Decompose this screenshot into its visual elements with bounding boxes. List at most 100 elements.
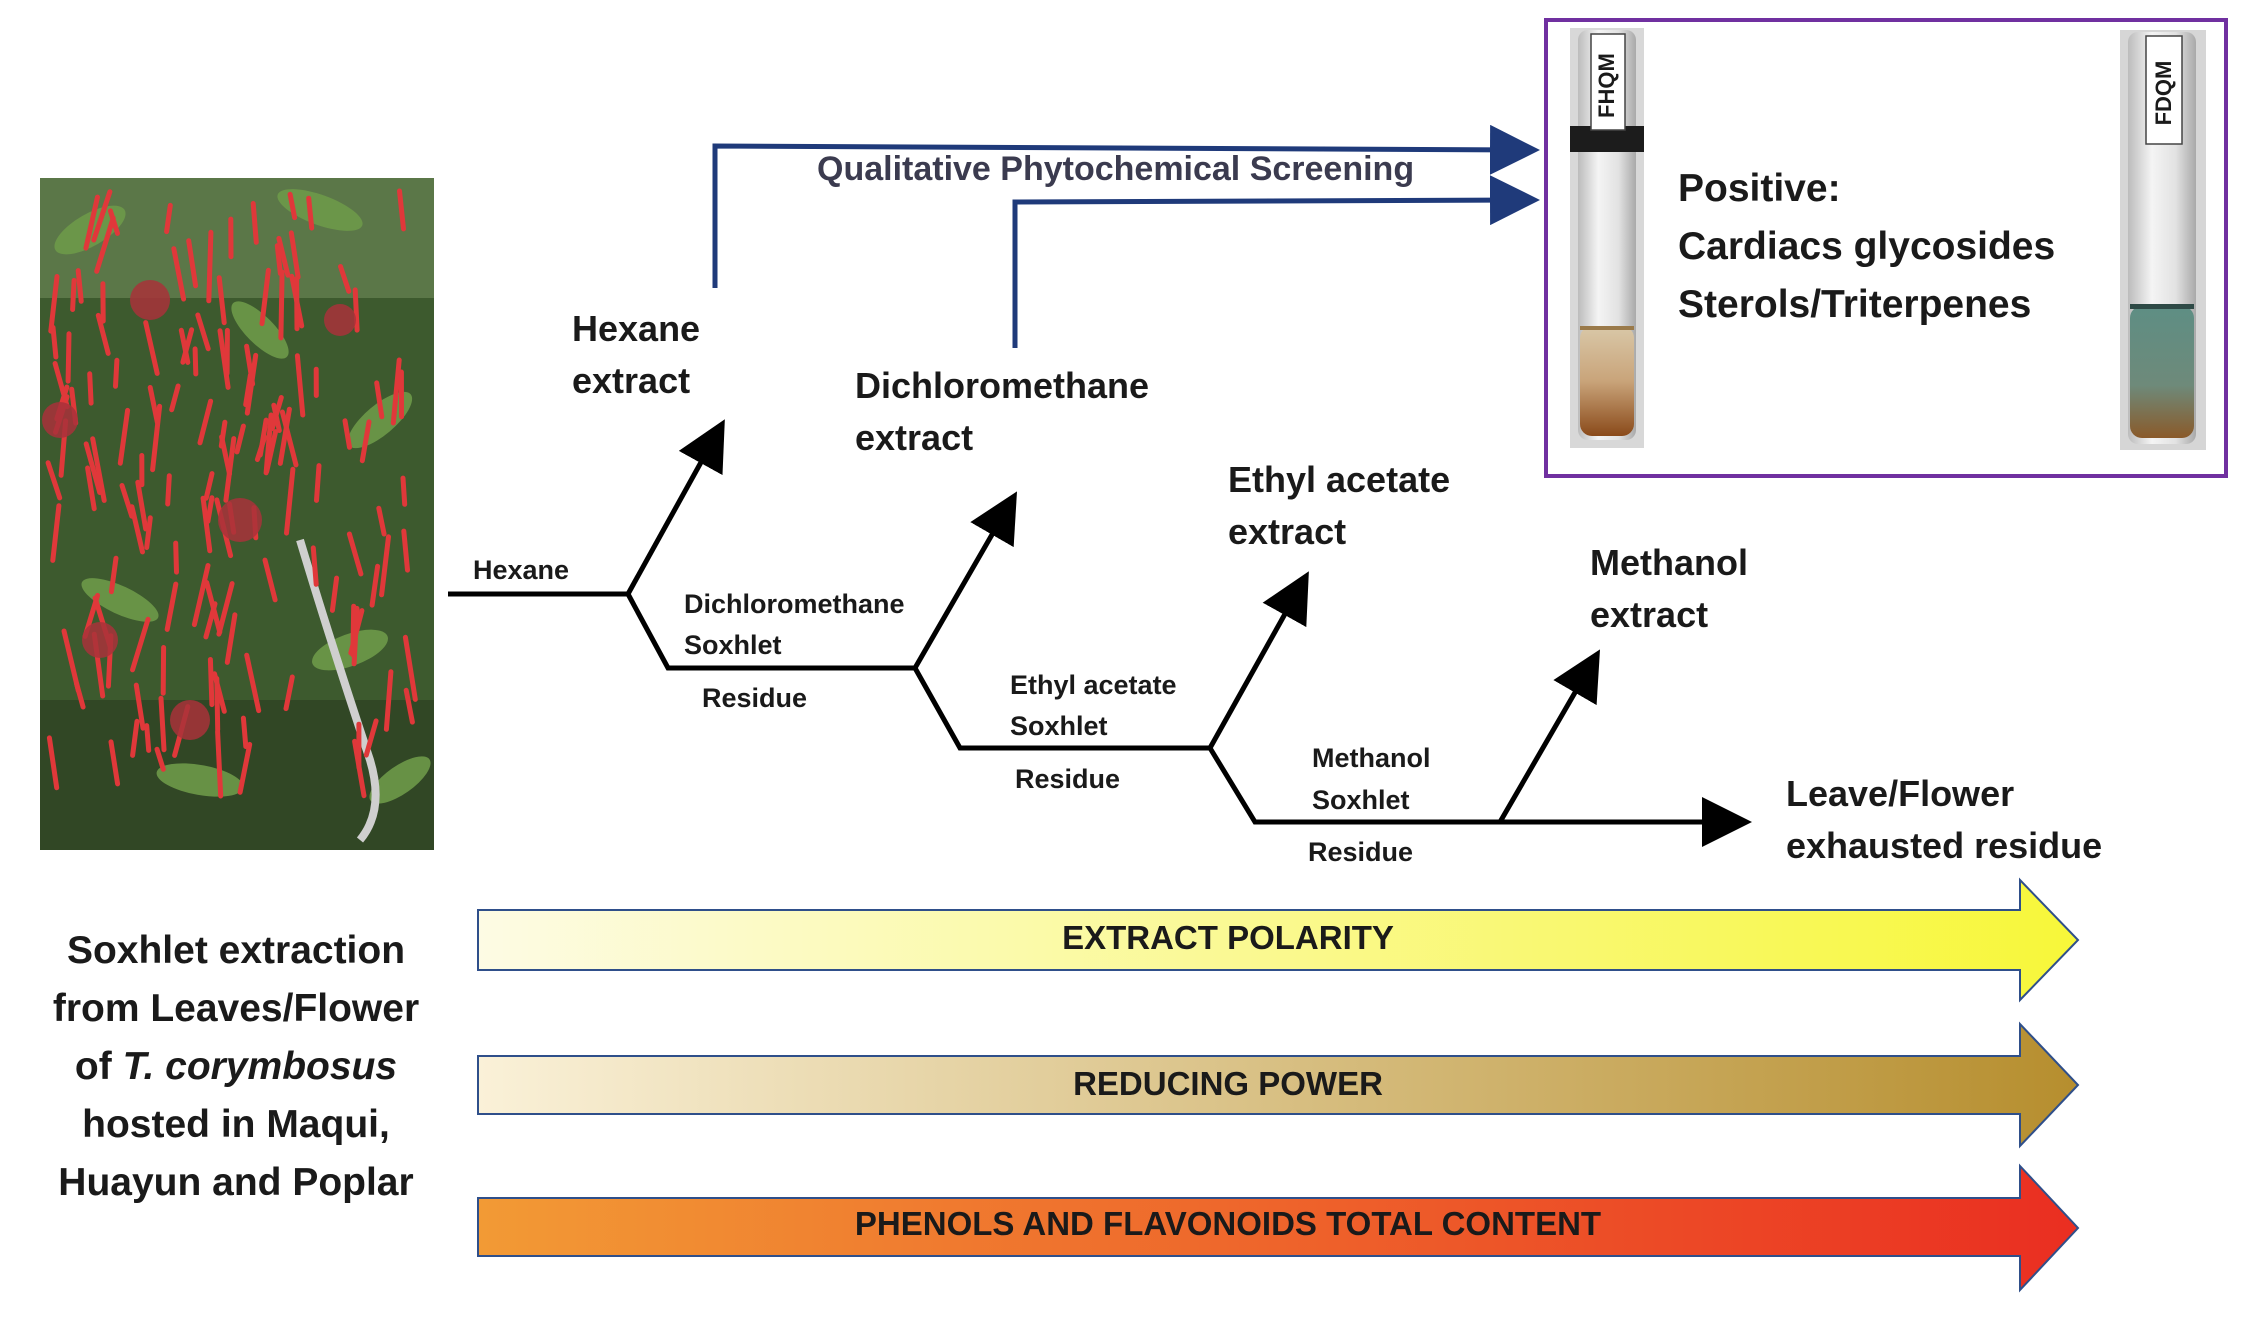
flower-petal (376, 505, 387, 537)
positive-cardiac-glycosides: Cardiacs glycosides (1678, 225, 2056, 268)
flower-petal (135, 479, 149, 532)
dcm-extract-label-1: Dichloromethane (855, 365, 1150, 406)
flower-petal (165, 473, 172, 507)
flower-petal (164, 202, 173, 235)
flower-petal (279, 409, 299, 468)
flower-petal (108, 555, 119, 595)
flower-petal (83, 441, 103, 495)
flower-petal (117, 407, 131, 466)
flower-petal (48, 274, 60, 334)
flow-arrow-ea-extract (1207, 571, 1309, 750)
test-tube-fdqm (2120, 30, 2206, 450)
flower-petal (61, 628, 81, 694)
flower-petal (402, 634, 418, 702)
flower-petal (171, 246, 187, 302)
flower-petal (50, 503, 62, 563)
flower-petal (204, 580, 223, 635)
flower-petal (269, 395, 284, 432)
solvent-meoh-2: Soxhlet (1312, 785, 1410, 815)
flower-petal (197, 398, 214, 446)
extraction-flow-lines (448, 419, 1752, 847)
solvent-ea-2: Soxhlet (1010, 711, 1108, 741)
flower-petal (169, 383, 181, 413)
flower-petal (203, 471, 215, 501)
flower-petal (195, 312, 211, 352)
flower-petal (70, 277, 77, 312)
flower-petal (374, 380, 385, 420)
flower-petal (119, 483, 135, 519)
flower-petal (338, 264, 352, 294)
screening-arrow-dcm (1012, 175, 1540, 348)
solvent-dcm-2: Soxhlet (684, 630, 782, 660)
screening-arrow-hexane (712, 124, 1540, 288)
flower-petal (94, 215, 116, 274)
ea-extract-label-1: Ethyl acetate (1228, 459, 1451, 500)
flower-petal (130, 718, 140, 758)
flower-petal (379, 534, 391, 598)
flower-petal (52, 361, 70, 410)
flower-petal (363, 718, 379, 758)
flower-petal (264, 429, 279, 474)
flower-petal (219, 434, 232, 477)
caption-line-4: hosted in Maqui, (82, 1103, 390, 1146)
flower-petal (192, 346, 199, 377)
screening-label: Qualitative Phytochemical Screening (817, 150, 1415, 188)
flower-petal (173, 540, 179, 575)
flower-petal (186, 238, 199, 289)
flower-petal (45, 460, 63, 501)
flower-petal (224, 612, 238, 665)
flower-petal (65, 331, 72, 384)
exhausted-residue-label-1: Leave/Flower (1786, 773, 2015, 814)
flow-residue-1 (625, 592, 915, 671)
flow-residue-3 (1207, 746, 1500, 825)
caption-line-3-prefix: of (74, 1045, 123, 1088)
caption-species-name: T. corymbosus (122, 1045, 398, 1088)
flower-petal (237, 741, 253, 795)
caption-line-1: Soxhlet extraction (66, 929, 406, 972)
flower-petal (144, 723, 152, 753)
meoh-extract-label-2: extract (1590, 594, 1709, 635)
flower-petal (91, 189, 113, 243)
tube-label-fhqm: FHQM (1594, 53, 1619, 118)
flower-petal (397, 188, 406, 232)
arrow-extract-polarity (477, 877, 2080, 1003)
flower-petal (403, 687, 415, 725)
flower-petal (200, 495, 213, 554)
residue-label-2: Residue (1015, 764, 1121, 794)
plant-photo (40, 178, 434, 850)
flower-petal (369, 563, 381, 608)
flower-petal (383, 669, 394, 732)
flower-petal (113, 357, 120, 389)
positive-title: Positive: (1678, 167, 1841, 210)
figure-caption: Soxhlet extraction from Leaves/Flower of… (20, 922, 452, 1212)
flower-petal (400, 475, 408, 507)
flower-petal (283, 674, 295, 712)
flower-petal (144, 515, 153, 550)
flower-petal (164, 581, 179, 632)
flower-petal (352, 287, 360, 333)
flower-petal (178, 327, 191, 365)
label-phenols-flavonoids: PHENOLS AND FLAVONOIDS TOTAL CONTENT (854, 1205, 1602, 1242)
residue-label-1: Residue (702, 683, 808, 713)
flower-petal (46, 735, 60, 791)
flower-petal (314, 463, 322, 503)
flower-petal (310, 545, 319, 587)
flower-petal (216, 581, 235, 637)
flower-petal (215, 729, 224, 799)
caption-line-5: Huayun and Poplar (58, 1161, 414, 1204)
flower-petal (87, 371, 94, 406)
ea-extract-label-2: extract (1228, 511, 1347, 552)
flower-petal (278, 269, 285, 341)
solvent-ea-1: Ethyl acetate (1010, 670, 1177, 700)
positive-sterols-triterpenes: Sterols/Triterpenes (1678, 283, 2032, 326)
flower-petal (191, 563, 211, 628)
test-tube-fhqm (1570, 28, 1644, 448)
flower-petal (329, 575, 340, 613)
flower-petal (217, 328, 231, 390)
tube-label-fdqm: FDQM (2151, 60, 2176, 126)
solvent-dcm-1: Dichloromethane (684, 589, 905, 619)
hexane-extract-label-1: Hexane (572, 308, 701, 349)
arrow-phenols-flavonoids (477, 1163, 2080, 1293)
flower-petal (50, 324, 59, 360)
